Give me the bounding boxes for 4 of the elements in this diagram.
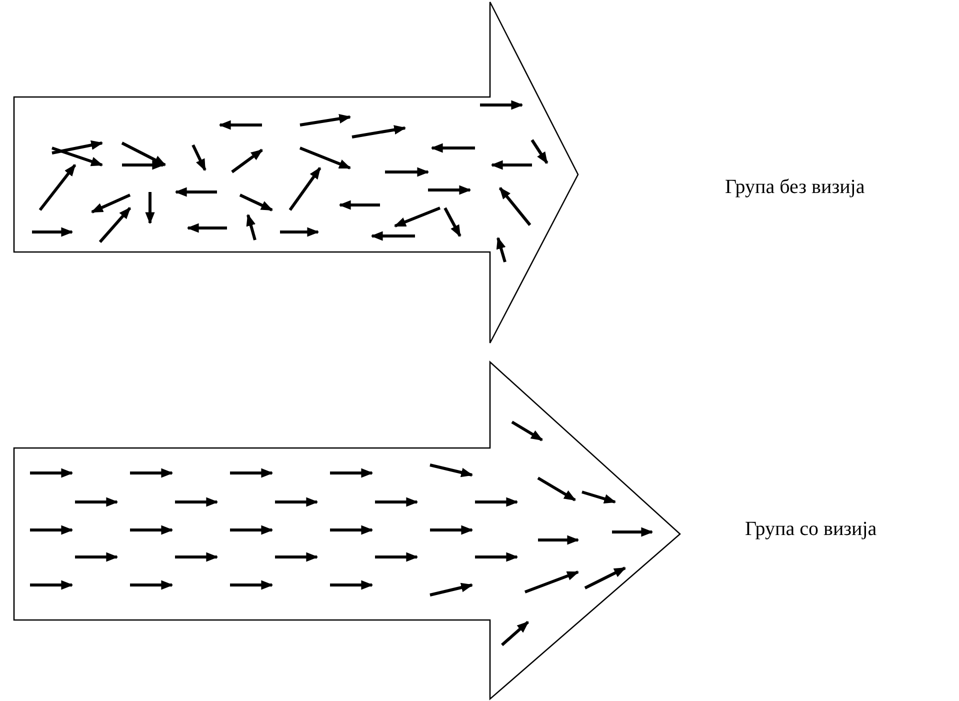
- block-arrow-shape: [13, 1, 579, 344]
- block-arrow-shape: [13, 360, 681, 700]
- group-label: Група со визија: [745, 518, 877, 541]
- group-label: Група без визија: [725, 176, 865, 199]
